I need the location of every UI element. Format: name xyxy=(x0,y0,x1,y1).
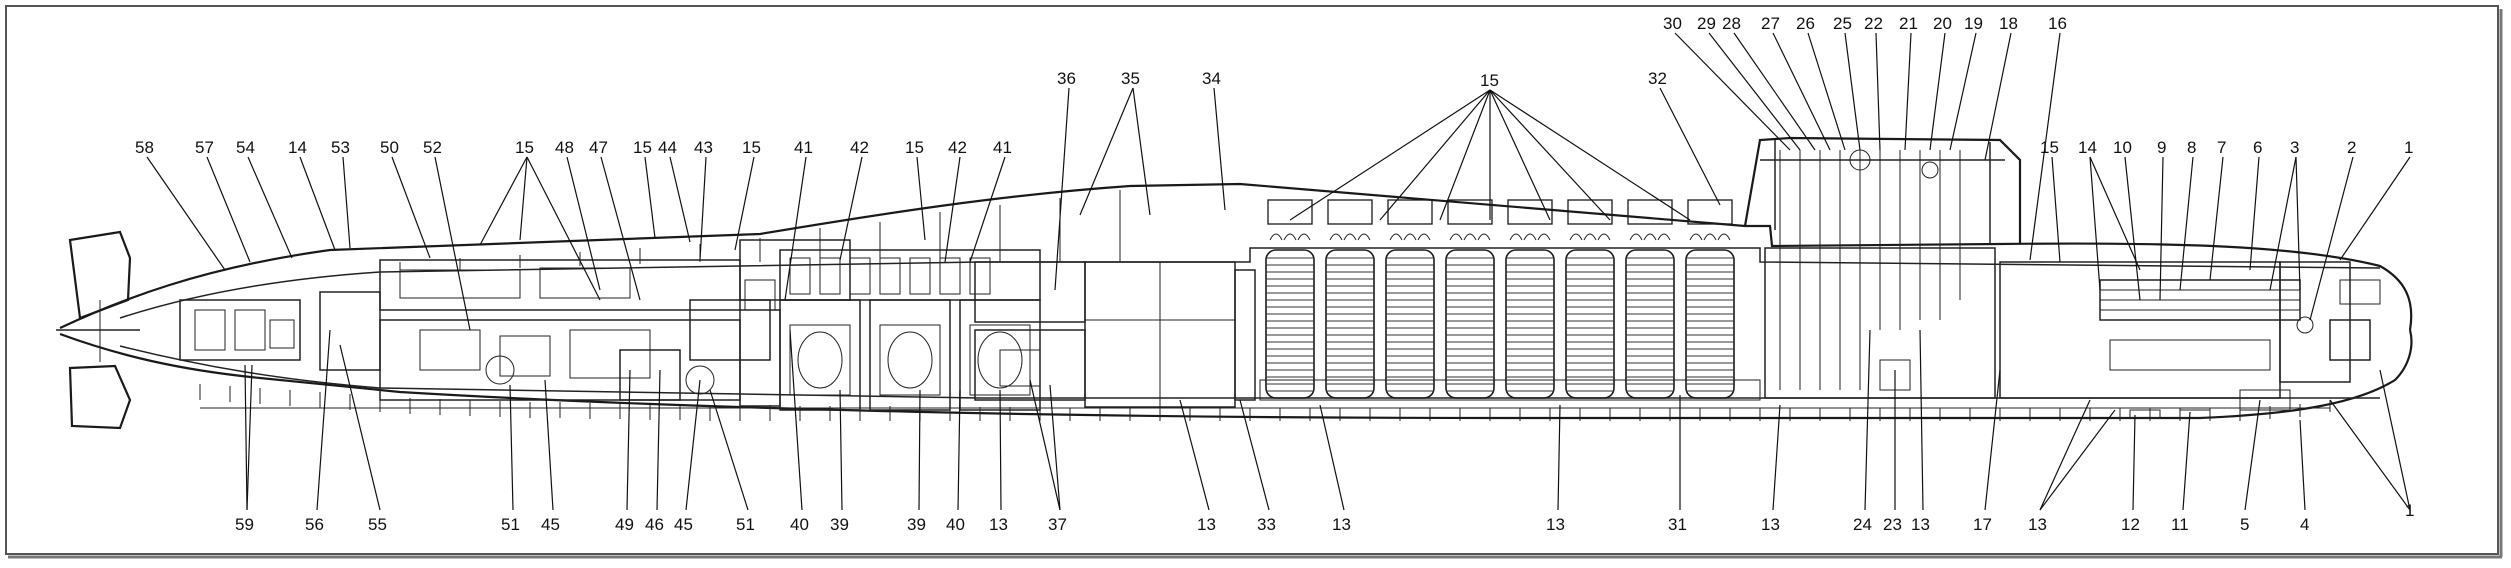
callout-33: 33 xyxy=(1257,515,1276,534)
callout-44: 44 xyxy=(658,138,677,157)
missile-silo xyxy=(1565,199,1615,399)
callout-15-aux: 15 xyxy=(633,138,652,157)
callout-52: 52 xyxy=(423,138,442,157)
callout-15-stern: 15 xyxy=(515,138,534,157)
callout-19: 19 xyxy=(1964,14,1983,33)
callout-40-fwd: 40 xyxy=(946,515,965,534)
callout-40-aft: 40 xyxy=(790,515,809,534)
callout-13-bow: 13 xyxy=(2028,515,2047,534)
callout-53: 53 xyxy=(331,138,350,157)
missile-silo xyxy=(1685,199,1735,399)
callout-15-hull: 15 xyxy=(742,138,761,157)
callout-24: 24 xyxy=(1853,515,1872,534)
callout-13-control: 13 xyxy=(1197,515,1216,534)
callout-17: 17 xyxy=(1973,515,1992,534)
missile-silo xyxy=(1625,199,1675,399)
callout-49: 49 xyxy=(615,515,634,534)
callout-20: 20 xyxy=(1933,14,1952,33)
missile-silo xyxy=(1445,199,1495,399)
hull-frame-hatching xyxy=(199,190,2331,421)
callout-54: 54 xyxy=(236,138,255,157)
missile-silo xyxy=(1265,199,1315,399)
leader-lines xyxy=(146,32,2411,511)
callout-59: 59 xyxy=(235,515,254,534)
callout-35: 35 xyxy=(1121,69,1140,88)
callout-5: 5 xyxy=(2240,515,2249,534)
callout-39-fwd: 39 xyxy=(907,515,926,534)
callout-34: 34 xyxy=(1202,69,1221,88)
callout-29: 29 xyxy=(1697,14,1716,33)
callout-labels: 30 29 28 27 26 25 22 21 20 19 18 16 36 3… xyxy=(135,14,2414,534)
callout-42-aft: 42 xyxy=(850,138,869,157)
callout-13-silo-mid: 13 xyxy=(1546,515,1565,534)
callout-48: 48 xyxy=(555,138,574,157)
machinery-blocks xyxy=(179,149,2381,419)
callout-6: 6 xyxy=(2253,138,2262,157)
missile-silo xyxy=(1325,199,1375,399)
callout-7: 7 xyxy=(2217,138,2226,157)
callout-15-bow: 15 xyxy=(2040,138,2059,157)
missile-silo-bank xyxy=(1265,199,1735,399)
callout-32: 32 xyxy=(1648,69,1667,88)
callout-46: 46 xyxy=(645,515,664,534)
callout-41-fwd: 41 xyxy=(993,138,1012,157)
picture-border xyxy=(5,5,2499,555)
missile-silo xyxy=(1385,199,1435,399)
callout-14-aft: 14 xyxy=(288,138,307,157)
callout-37: 37 xyxy=(1048,515,1067,534)
callout-8: 8 xyxy=(2187,138,2196,157)
callout-47: 47 xyxy=(589,138,608,157)
callout-27: 27 xyxy=(1761,14,1780,33)
callout-12: 12 xyxy=(2121,515,2140,534)
callout-11: 11 xyxy=(2171,515,2189,534)
callout-21: 21 xyxy=(1899,14,1918,33)
callout-10: 10 xyxy=(2113,138,2132,157)
callout-3: 3 xyxy=(2290,138,2299,157)
callout-25: 25 xyxy=(1833,14,1852,33)
callout-51-aft: 51 xyxy=(501,515,520,534)
callout-30: 30 xyxy=(1663,14,1682,33)
callout-55: 55 xyxy=(368,515,387,534)
callout-50: 50 xyxy=(380,138,399,157)
callout-13-aft: 13 xyxy=(989,515,1008,534)
callout-13-silo-fwd: 13 xyxy=(1761,515,1780,534)
callout-36: 36 xyxy=(1057,69,1076,88)
callout-45-aft: 45 xyxy=(541,515,560,534)
callout-42-fwd: 42 xyxy=(948,138,967,157)
callout-13-sail: 13 xyxy=(1911,515,1930,534)
callout-45-fwd: 45 xyxy=(674,515,693,534)
callout-9: 9 xyxy=(2157,138,2166,157)
callout-18: 18 xyxy=(1999,14,2018,33)
callout-43: 43 xyxy=(694,138,713,157)
callout-41-aft: 41 xyxy=(794,138,813,157)
callout-23: 23 xyxy=(1883,515,1902,534)
callout-13-silo-aft: 13 xyxy=(1332,515,1351,534)
callout-31: 31 xyxy=(1668,515,1687,534)
callout-51-fwd: 51 xyxy=(736,515,755,534)
callout-2: 2 xyxy=(2347,138,2356,157)
callout-1-top: 1 xyxy=(2404,138,2413,157)
callout-56: 56 xyxy=(305,515,324,534)
callout-57: 57 xyxy=(195,138,214,157)
callout-26: 26 xyxy=(1796,14,1815,33)
callout-14-fwd: 14 xyxy=(2078,138,2097,157)
callout-15-reactor: 15 xyxy=(905,138,924,157)
callout-58: 58 xyxy=(135,138,154,157)
callout-16: 16 xyxy=(2048,14,2067,33)
callout-15-silos: 15 xyxy=(1480,71,1499,90)
callout-39-aft: 39 xyxy=(830,515,849,534)
hull-outline xyxy=(56,136,2413,430)
callout-1-bottom: 1 xyxy=(2405,501,2414,520)
callout-28: 28 xyxy=(1722,14,1741,33)
callout-4: 4 xyxy=(2300,515,2309,534)
callout-22: 22 xyxy=(1864,14,1883,33)
missile-silo xyxy=(1505,199,1555,399)
